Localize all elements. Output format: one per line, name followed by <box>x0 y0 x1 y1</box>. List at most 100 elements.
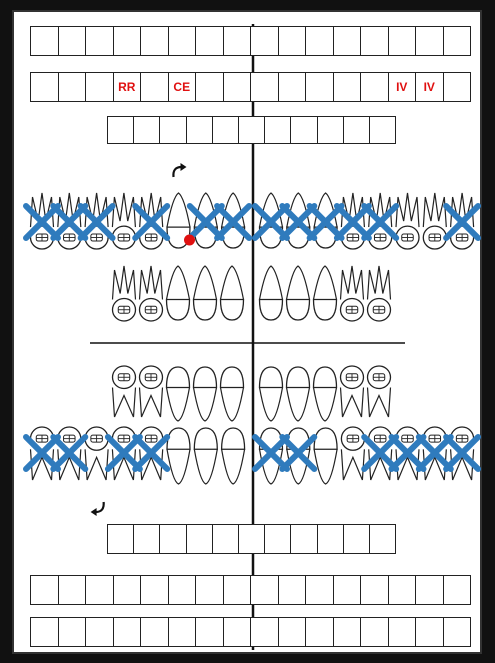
top-box-row-2-cell[interactable] <box>140 72 169 102</box>
bottom-box-row-2-cell[interactable] <box>360 575 389 605</box>
top-box-row-2-cell[interactable] <box>443 72 472 102</box>
tooth-82[interactable] <box>194 367 217 421</box>
top-box-row-1-cell[interactable] <box>195 26 224 56</box>
tooth-54[interactable] <box>140 266 163 321</box>
bottom-box-row-3-cell[interactable] <box>333 617 362 647</box>
bottom-box-row-3-cell[interactable] <box>58 617 87 647</box>
top-box-row-2-cell[interactable] <box>305 72 334 102</box>
top-box-row-3-cell[interactable] <box>159 116 186 144</box>
bottom-box-row-3-cell[interactable] <box>140 617 169 647</box>
bottom-box-row-3-cell[interactable] <box>85 617 114 647</box>
bottom-box-row-1-cell[interactable] <box>107 524 134 554</box>
bottom-box-row-3-cell[interactable] <box>360 617 389 647</box>
top-box-row-2-cell[interactable] <box>250 72 279 102</box>
bottom-box-row-1-cell[interactable] <box>186 524 213 554</box>
top-box-row-3-cell[interactable] <box>264 116 291 144</box>
top-box-row-3-cell[interactable] <box>290 116 317 144</box>
top-box-row-3-cell[interactable] <box>369 116 396 144</box>
tooth-46[interactable] <box>85 427 108 480</box>
top-box-row-2-cell[interactable] <box>333 72 362 102</box>
bottom-box-row-2-cell[interactable] <box>250 575 279 605</box>
tooth-73[interactable] <box>314 367 337 421</box>
top-box-row-3-cell[interactable] <box>238 116 265 144</box>
top-box-row-2-cell[interactable] <box>223 72 252 102</box>
tooth-71[interactable] <box>260 367 283 421</box>
tooth-26[interactable] <box>396 193 419 249</box>
bottom-box-row-2-cell[interactable] <box>58 575 87 605</box>
tooth-34[interactable] <box>341 427 364 480</box>
bottom-box-row-2-cell[interactable] <box>140 575 169 605</box>
top-box-row-2-cell[interactable]: IV <box>415 72 444 102</box>
bottom-box-row-1-cell[interactable] <box>133 524 160 554</box>
bottom-box-row-2-cell[interactable] <box>223 575 252 605</box>
tooth-85[interactable] <box>113 366 136 417</box>
tooth-81[interactable] <box>221 367 244 421</box>
bottom-box-row-1-cell[interactable] <box>159 524 186 554</box>
tooth-15[interactable] <box>112 193 135 249</box>
tooth-52[interactable] <box>194 266 217 320</box>
tooth-27[interactable] <box>423 193 446 249</box>
bottom-box-row-3-cell[interactable] <box>415 617 444 647</box>
bottom-box-row-3-cell[interactable] <box>305 617 334 647</box>
top-box-row-3-cell[interactable] <box>107 116 134 144</box>
top-box-row-2-cell[interactable] <box>360 72 389 102</box>
bottom-box-row-1-cell[interactable] <box>317 524 344 554</box>
bottom-box-row-2-cell[interactable] <box>305 575 334 605</box>
tooth-61[interactable] <box>260 266 283 320</box>
bottom-box-row-2-cell[interactable] <box>85 575 114 605</box>
bottom-box-row-1-cell[interactable] <box>369 524 396 554</box>
tooth-55[interactable] <box>113 266 136 321</box>
tooth-74[interactable] <box>341 366 364 417</box>
top-box-row-3-cell[interactable] <box>343 116 370 144</box>
tooth-84[interactable] <box>140 366 163 417</box>
bottom-box-row-2-cell[interactable] <box>278 575 307 605</box>
top-box-row-1-cell[interactable] <box>415 26 444 56</box>
top-box-row-2-cell[interactable]: CE <box>168 72 197 102</box>
bottom-box-row-1-cell[interactable] <box>212 524 239 554</box>
bottom-box-row-3-cell[interactable] <box>443 617 472 647</box>
bottom-box-row-1-cell[interactable] <box>343 524 370 554</box>
top-box-row-1-cell[interactable] <box>360 26 389 56</box>
tooth-41[interactable] <box>222 428 245 484</box>
tooth-43[interactable] <box>167 428 190 484</box>
top-box-row-3-cell[interactable] <box>186 116 213 144</box>
bottom-box-row-1-cell[interactable] <box>264 524 291 554</box>
tooth-63[interactable] <box>314 266 337 320</box>
top-box-row-2-cell[interactable] <box>30 72 59 102</box>
top-box-row-1-cell[interactable] <box>305 26 334 56</box>
top-box-row-2-cell[interactable] <box>278 72 307 102</box>
bottom-box-row-1-cell[interactable] <box>238 524 265 554</box>
bottom-box-row-2-cell[interactable] <box>113 575 142 605</box>
bottom-box-row-2-cell[interactable] <box>415 575 444 605</box>
bottom-box-row-3-cell[interactable] <box>223 617 252 647</box>
top-box-row-1-cell[interactable] <box>443 26 472 56</box>
bottom-box-row-3-cell[interactable] <box>250 617 279 647</box>
bottom-box-row-3-cell[interactable] <box>278 617 307 647</box>
top-box-row-2-cell[interactable]: RR <box>113 72 142 102</box>
tooth-83[interactable] <box>167 367 190 421</box>
bottom-box-row-2-cell[interactable] <box>195 575 224 605</box>
tooth-62[interactable] <box>287 266 310 320</box>
tooth-42[interactable] <box>194 428 217 484</box>
bottom-box-row-2-cell[interactable] <box>30 575 59 605</box>
top-box-row-1-cell[interactable] <box>388 26 417 56</box>
tooth-72[interactable] <box>287 367 310 421</box>
top-box-row-1-cell[interactable] <box>113 26 142 56</box>
bottom-box-row-2-cell[interactable] <box>388 575 417 605</box>
tooth-75[interactable] <box>368 366 391 417</box>
top-box-row-1-cell[interactable] <box>168 26 197 56</box>
top-box-row-1-cell[interactable] <box>140 26 169 56</box>
top-box-row-2-cell[interactable] <box>85 72 114 102</box>
top-box-row-1-cell[interactable] <box>250 26 279 56</box>
tooth-64[interactable] <box>341 266 364 321</box>
bottom-box-row-2-cell[interactable] <box>168 575 197 605</box>
top-box-row-1-cell[interactable] <box>30 26 59 56</box>
top-box-row-2-cell[interactable]: IV <box>388 72 417 102</box>
bottom-box-row-1-cell[interactable] <box>290 524 317 554</box>
top-box-row-2-cell[interactable] <box>58 72 87 102</box>
bottom-box-row-3-cell[interactable] <box>30 617 59 647</box>
top-box-row-3-cell[interactable] <box>212 116 239 144</box>
bottom-box-row-3-cell[interactable] <box>388 617 417 647</box>
top-box-row-1-cell[interactable] <box>278 26 307 56</box>
top-box-row-3-cell[interactable] <box>317 116 344 144</box>
